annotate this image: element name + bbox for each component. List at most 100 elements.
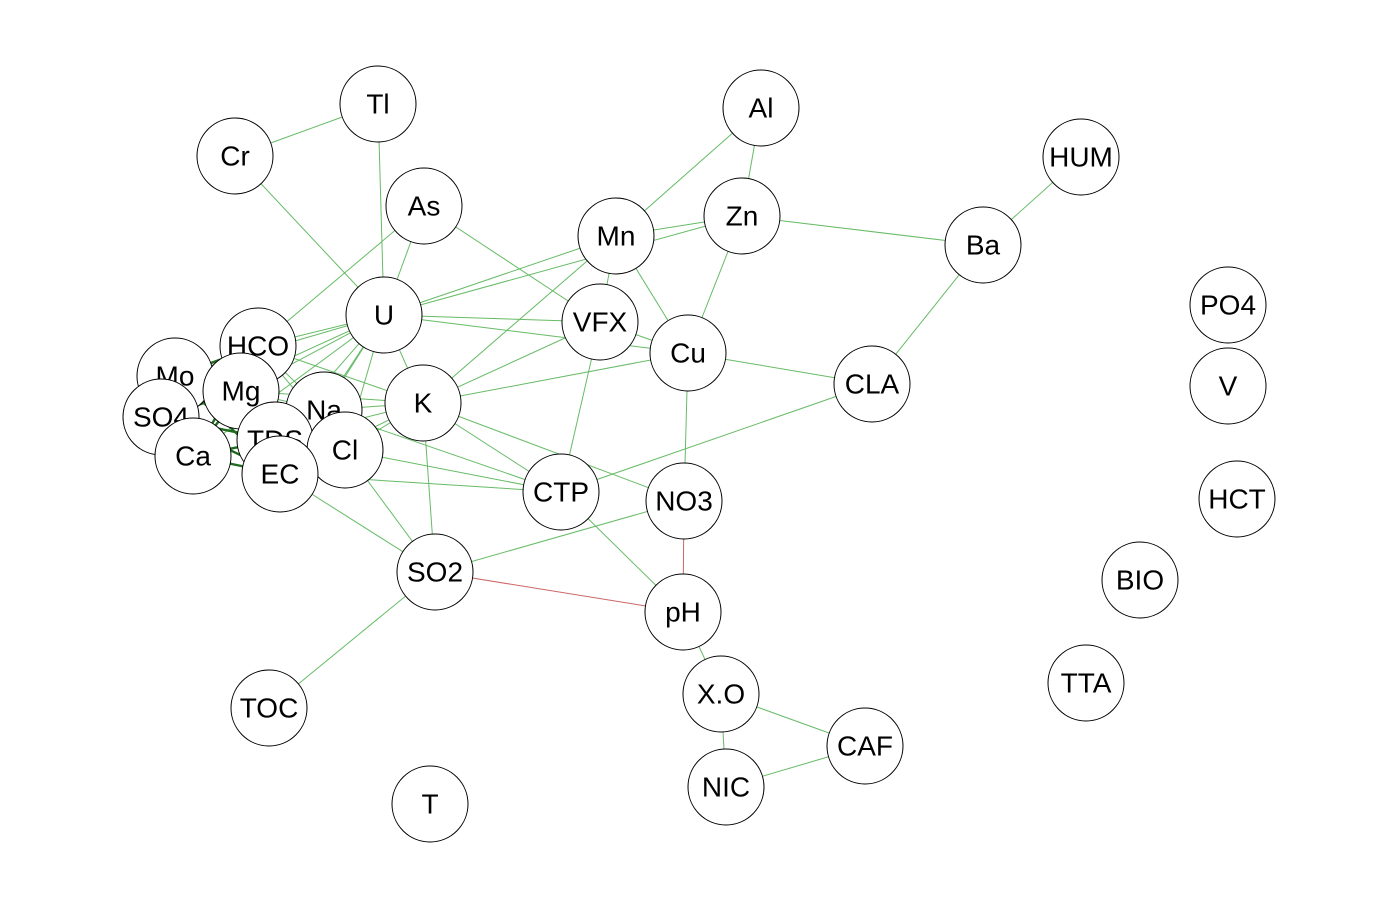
node-circle bbox=[396, 533, 474, 611]
node-circle bbox=[522, 453, 600, 531]
node-t: T bbox=[391, 765, 469, 843]
node-vfx: VFX bbox=[561, 283, 639, 361]
node-circle bbox=[703, 177, 781, 255]
node-label: HUM bbox=[1049, 142, 1113, 173]
node-zn: Zn bbox=[703, 177, 781, 255]
node-circle bbox=[644, 573, 722, 651]
node-circle bbox=[1189, 347, 1267, 425]
node-circle bbox=[687, 748, 765, 826]
node-label: NIC bbox=[702, 772, 750, 803]
node-circle bbox=[833, 345, 911, 423]
node-ph: pH bbox=[644, 573, 722, 651]
node-cla: CLA bbox=[833, 345, 911, 423]
node-label: K bbox=[414, 388, 433, 419]
node-circle bbox=[561, 283, 639, 361]
node-label: Zn bbox=[726, 201, 759, 232]
node-hum: HUM bbox=[1042, 118, 1120, 196]
node-tta: TTA bbox=[1047, 644, 1125, 722]
edge-zn-ba bbox=[741, 215, 984, 246]
node-cl: Cl bbox=[306, 411, 384, 489]
node-circle bbox=[682, 655, 760, 733]
node-label: CAF bbox=[837, 731, 893, 762]
node-circle bbox=[230, 669, 308, 747]
node-tl: Tl bbox=[339, 65, 417, 143]
node-label: Mn bbox=[597, 221, 636, 252]
node-bio: BIO bbox=[1101, 541, 1179, 619]
node-circle bbox=[1047, 644, 1125, 722]
node-circle bbox=[826, 707, 904, 785]
edge-cu-k bbox=[422, 352, 689, 404]
edge-u-ca bbox=[192, 314, 385, 457]
node-label: EC bbox=[261, 459, 300, 490]
node-label: TOC bbox=[240, 693, 299, 724]
node-mn: Mn bbox=[577, 197, 655, 275]
node-label: Ca bbox=[175, 441, 211, 472]
node-label: CTP bbox=[533, 477, 589, 508]
edge-no3-so2 bbox=[434, 500, 685, 573]
node-no3: NO3 bbox=[645, 462, 723, 540]
node-ec: EC bbox=[241, 435, 319, 513]
node-circle bbox=[391, 765, 469, 843]
node-label: BIO bbox=[1116, 565, 1164, 596]
node-circle bbox=[385, 167, 463, 245]
node-label: HCT bbox=[1208, 484, 1266, 515]
node-so2: SO2 bbox=[396, 533, 474, 611]
node-label: SO2 bbox=[407, 557, 463, 588]
edge-u-cu bbox=[383, 314, 689, 354]
node-circle bbox=[345, 276, 423, 354]
node-circle bbox=[577, 197, 655, 275]
edge-cla-ctp bbox=[560, 383, 873, 493]
node-circle bbox=[1198, 460, 1276, 538]
node-cr: Cr bbox=[196, 117, 274, 195]
node-circle bbox=[645, 462, 723, 540]
node-label: VFX bbox=[573, 307, 628, 338]
node-al: Al bbox=[722, 69, 800, 147]
node-label: As bbox=[408, 191, 441, 222]
node-label: PO4 bbox=[1200, 290, 1256, 321]
node-as: As bbox=[385, 167, 463, 245]
node-ca: Ca bbox=[154, 417, 232, 495]
node-circle bbox=[1189, 266, 1267, 344]
node-hct: HCT bbox=[1198, 460, 1276, 538]
node-label: Ba bbox=[966, 230, 1001, 261]
node-label: TTA bbox=[1061, 668, 1112, 699]
node-circle bbox=[154, 417, 232, 495]
node-circle bbox=[722, 69, 800, 147]
node-ctp: CTP bbox=[522, 453, 600, 531]
node-v: V bbox=[1189, 347, 1267, 425]
node-label: CLA bbox=[845, 369, 900, 400]
node-po4: PO4 bbox=[1189, 266, 1267, 344]
node-label: X.O bbox=[697, 679, 745, 710]
node-caf: CAF bbox=[826, 707, 904, 785]
node-x-o: X.O bbox=[682, 655, 760, 733]
node-circle bbox=[384, 364, 462, 442]
node-label: Cl bbox=[332, 435, 358, 466]
node-label: NO3 bbox=[655, 486, 713, 517]
node-label: U bbox=[374, 300, 394, 331]
node-circle bbox=[944, 206, 1022, 284]
node-label: Al bbox=[749, 93, 774, 124]
node-cu: Cu bbox=[649, 314, 727, 392]
edge-so2-ph bbox=[434, 571, 684, 613]
node-circle bbox=[649, 314, 727, 392]
node-label: Mg bbox=[222, 376, 261, 407]
node-circle bbox=[241, 435, 319, 513]
node-k: K bbox=[384, 364, 462, 442]
node-label: Cr bbox=[220, 141, 250, 172]
node-circle bbox=[196, 117, 274, 195]
node-ba: Ba bbox=[944, 206, 1022, 284]
node-label: Tl bbox=[366, 89, 389, 120]
node-label: V bbox=[1219, 371, 1238, 402]
node-circle bbox=[1101, 541, 1179, 619]
node-nic: NIC bbox=[687, 748, 765, 826]
edge-mn-u bbox=[383, 235, 617, 316]
edge-k-no3 bbox=[422, 402, 685, 502]
node-circle bbox=[339, 65, 417, 143]
node-label: Cu bbox=[670, 338, 706, 369]
edge-zn-u bbox=[383, 215, 743, 316]
node-toc: TOC bbox=[230, 669, 308, 747]
node-u: U bbox=[345, 276, 423, 354]
node-label: T bbox=[421, 789, 438, 820]
